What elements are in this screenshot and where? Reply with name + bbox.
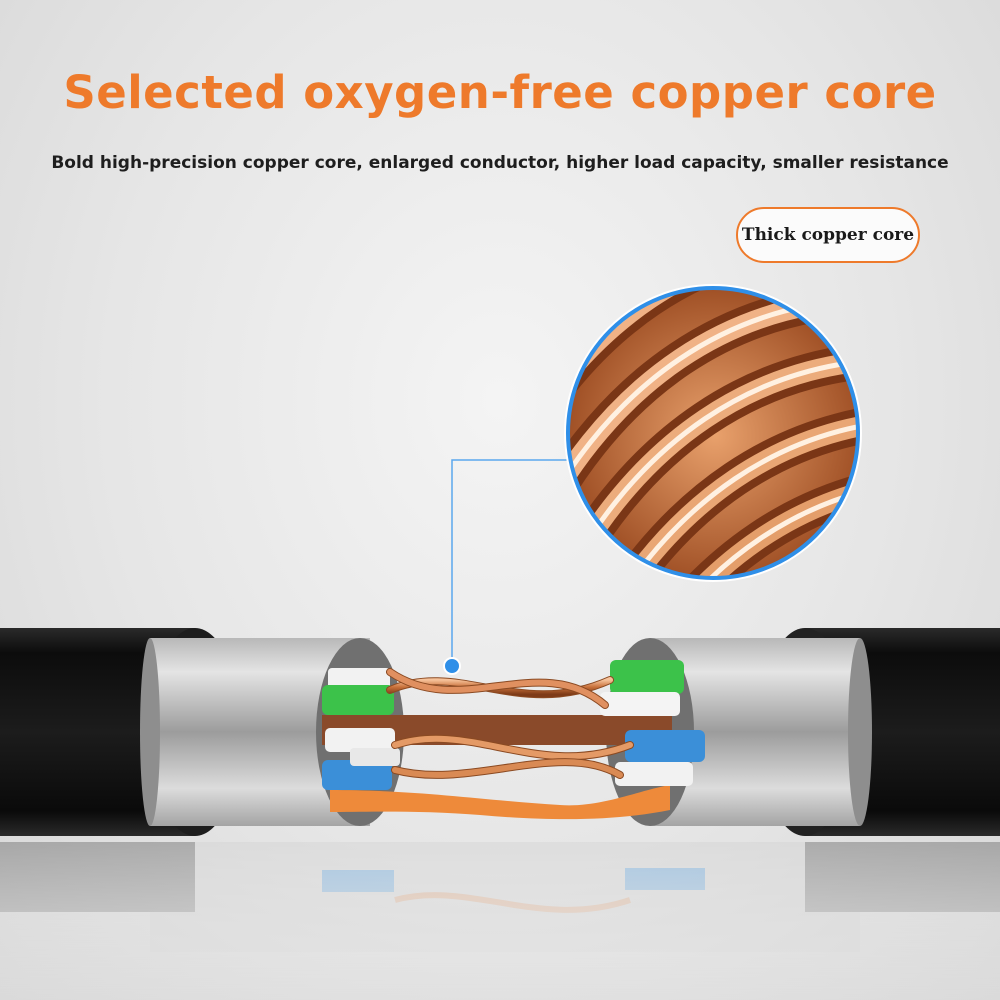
headline: Selected oxygen-free copper core [63, 66, 937, 119]
callout-connector [443, 459, 570, 675]
ethernet-cable-cross-section-icon [0, 628, 1000, 836]
callout-label: Thick copper core [741, 225, 915, 245]
subheadline: Bold high-precision copper core, enlarge… [51, 153, 949, 173]
callout-badge: Thick copper core [736, 207, 920, 263]
cable-reflection [0, 842, 1000, 1000]
